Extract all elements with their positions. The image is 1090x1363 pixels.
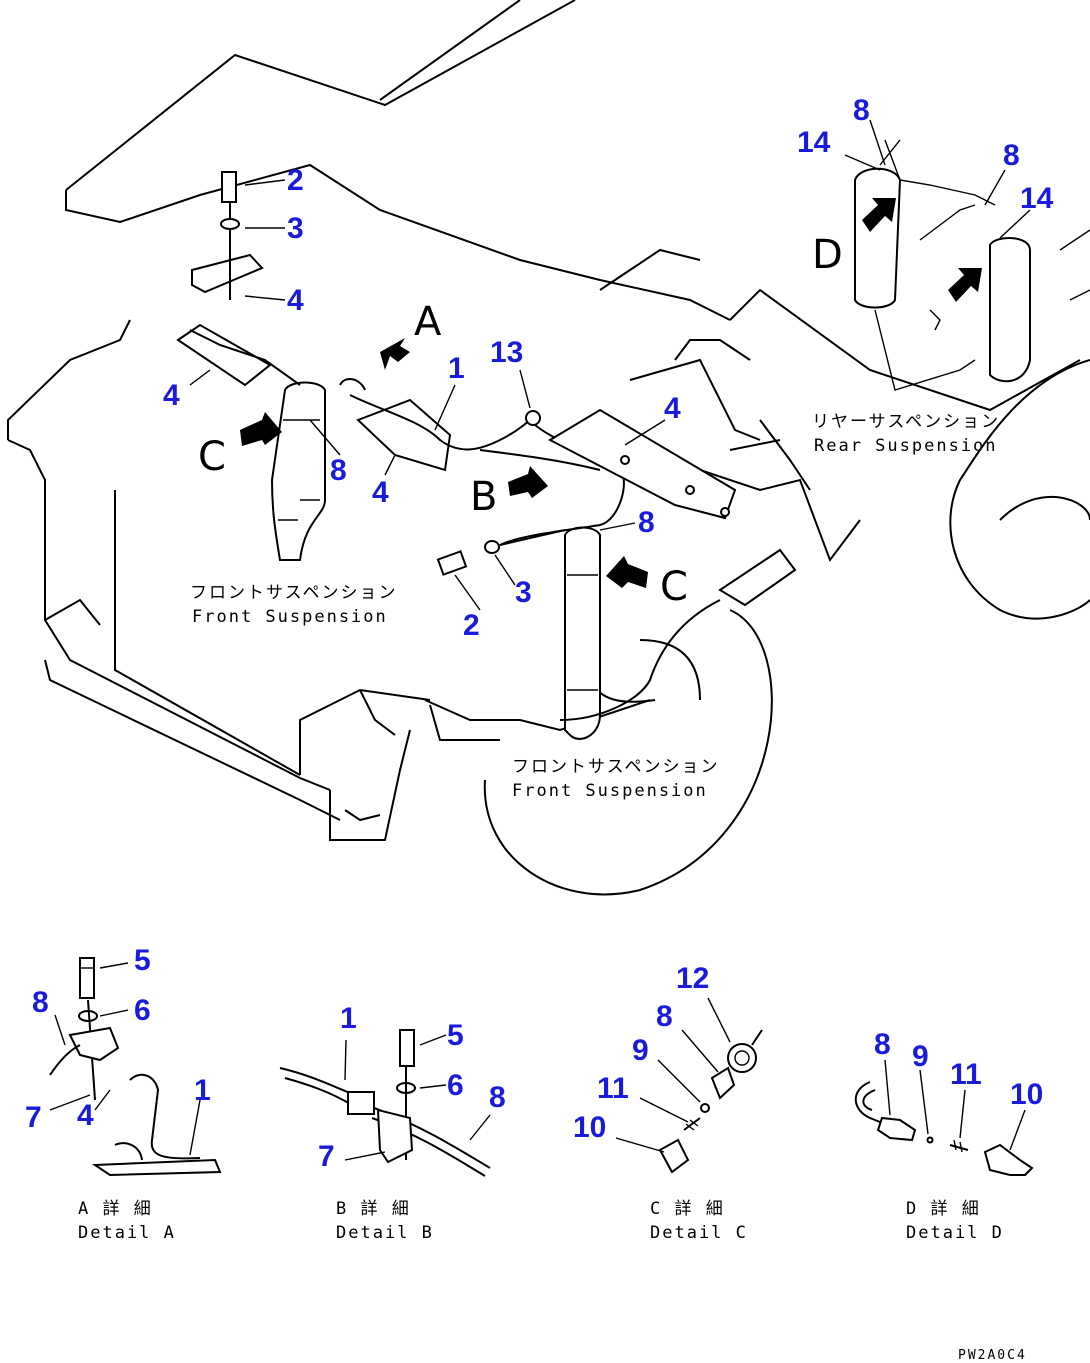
callout: 4 xyxy=(163,379,180,412)
detail-c: 12 8 9 11 10 C 詳 細 Detail C xyxy=(573,962,763,1243)
arrow-a-icon xyxy=(380,338,410,370)
callout: 7 xyxy=(318,1140,335,1173)
caption-front-right-jp: フロントサスペンション xyxy=(512,757,719,777)
detail-marker-c-left: C xyxy=(198,434,226,480)
detail-d: 8 9 11 10 D 詳 細 Detail D xyxy=(854,1028,1043,1243)
callout: 11 xyxy=(950,1058,982,1091)
callout: 13 xyxy=(490,336,523,369)
callout: 4 xyxy=(664,392,681,425)
callout: 6 xyxy=(134,994,151,1027)
arrow-d-right-icon xyxy=(948,268,982,302)
callout: 10 xyxy=(573,1111,606,1144)
detail-b-title-jp: B 詳 細 xyxy=(336,1199,411,1219)
callout: 2 xyxy=(463,609,480,642)
callout: 9 xyxy=(912,1040,929,1073)
arrow-d-left-icon xyxy=(862,198,896,232)
detail-marker-c-right: C xyxy=(660,564,688,610)
main-callouts: 2 3 4 4 4 1 13 4 8 8 3 2 8 14 8 14 xyxy=(163,94,1054,642)
callout: 7 xyxy=(25,1101,42,1134)
callout: 8 xyxy=(330,454,347,487)
detail-marker-b: B xyxy=(470,474,497,520)
caption-rear-en: Rear Suspension xyxy=(814,436,998,456)
callout: 9 xyxy=(632,1034,649,1067)
callout: 10 xyxy=(1010,1078,1043,1111)
callout: 8 xyxy=(489,1081,506,1114)
detail-a: 5 6 8 7 4 1 A 詳 細 Detail A xyxy=(25,944,222,1243)
callout: 4 xyxy=(77,1099,94,1132)
leader-lines-main xyxy=(189,119,1031,611)
callout: 1 xyxy=(448,352,465,385)
detail-marker-d: D xyxy=(812,232,843,278)
detail-a-title-en: Detail A xyxy=(78,1223,176,1243)
caption-rear-jp: リヤーサスペンション xyxy=(812,412,1000,432)
rear-suspension-cylinders xyxy=(854,139,1031,391)
callout: 5 xyxy=(134,944,151,977)
front-right-suspension-cylinder xyxy=(564,526,601,740)
view-arrows xyxy=(240,198,982,588)
callout: 5 xyxy=(447,1019,464,1052)
callout: 8 xyxy=(32,986,49,1019)
caption-front-left-jp: フロントサスペンション xyxy=(190,583,397,603)
chassis-outline xyxy=(7,0,1090,896)
callout: 3 xyxy=(287,212,304,245)
detail-c-title-jp: C 詳 細 xyxy=(650,1199,725,1219)
arrow-c-right-icon xyxy=(606,556,648,588)
callout: 4 xyxy=(287,284,304,317)
callout: 3 xyxy=(515,576,532,609)
front-left-suspension-cylinder xyxy=(270,381,326,561)
arrow-b-icon xyxy=(508,466,548,498)
caption-front-right-en: Front Suspension xyxy=(512,781,708,801)
callout: 14 xyxy=(1020,182,1054,215)
callout: 6 xyxy=(447,1069,464,1102)
callout: 14 xyxy=(797,126,831,159)
detail-d-title-jp: D 詳 細 xyxy=(906,1199,981,1219)
callout: 8 xyxy=(874,1028,891,1061)
callout: 12 xyxy=(676,962,709,995)
callout: 8 xyxy=(638,506,655,539)
detail-marker-a: A xyxy=(414,299,442,345)
drawing-code: PW2A0C4 xyxy=(958,1348,1027,1363)
callout: 2 xyxy=(287,164,304,197)
callout: 8 xyxy=(656,1000,673,1033)
callout: 8 xyxy=(1003,139,1020,172)
callout: 1 xyxy=(340,1002,357,1035)
detail-c-title-en: Detail C xyxy=(650,1223,748,1243)
caption-front-left-en: Front Suspension xyxy=(192,607,388,627)
callout: 1 xyxy=(194,1074,211,1107)
arrow-c-left-icon xyxy=(240,412,282,446)
detail-b-title-en: Detail B xyxy=(336,1223,434,1243)
detail-d-title-en: Detail D xyxy=(906,1223,1004,1243)
hoses-and-clamps xyxy=(176,171,797,721)
detail-a-title-jp: A 詳 細 xyxy=(78,1199,153,1219)
callout: 4 xyxy=(372,476,389,509)
callout: 11 xyxy=(597,1072,629,1105)
callout: 8 xyxy=(853,94,870,127)
detail-b: 1 5 6 8 7 B 詳 細 Detail B xyxy=(279,1002,506,1243)
